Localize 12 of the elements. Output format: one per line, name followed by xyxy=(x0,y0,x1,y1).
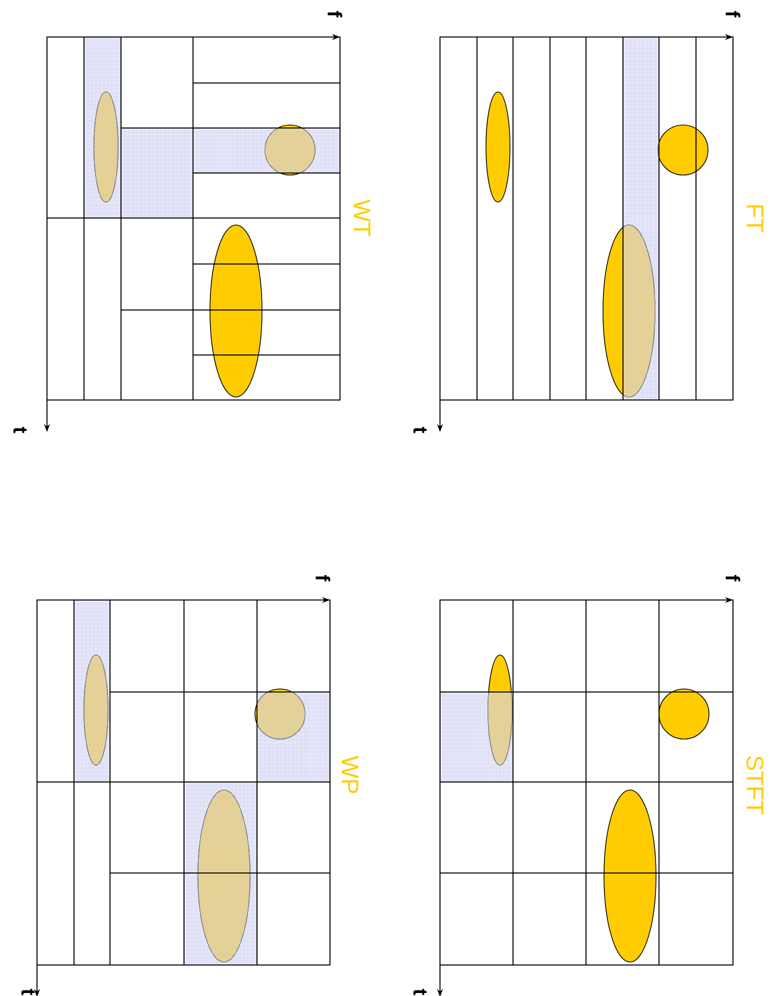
axis-label: t xyxy=(13,426,27,434)
axis-label: f xyxy=(726,575,740,582)
axis-label: f xyxy=(726,11,740,18)
panel-title: FT xyxy=(746,205,764,232)
axis-label: t xyxy=(21,988,35,996)
axis-label: t xyxy=(413,426,427,434)
panel-title: WT xyxy=(354,199,370,236)
axis-label: f xyxy=(316,575,330,582)
axis-label: t xyxy=(413,988,427,996)
panel-title: STFT xyxy=(746,756,764,814)
axis-label: f xyxy=(328,11,342,18)
panel-title: WP xyxy=(342,756,358,794)
